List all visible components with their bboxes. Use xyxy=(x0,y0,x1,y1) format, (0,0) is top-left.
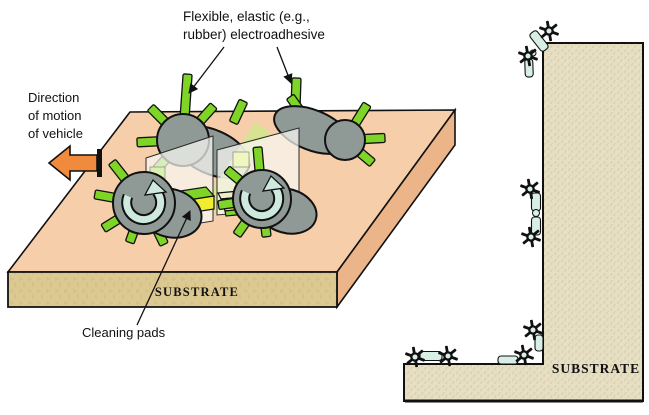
annotation-arrow-left xyxy=(188,46,225,94)
substrate-label-right: SUBSTRATE xyxy=(552,361,640,376)
substrate-label-left: SUBSTRATE xyxy=(155,285,239,299)
drum-cap xyxy=(324,119,366,161)
direction-label: Direction of motion of vehicle xyxy=(28,90,83,141)
left-panel: SUBSTRATE xyxy=(6,9,457,340)
mini-vehicle-corner xyxy=(497,319,544,366)
svg-text:Cleaning pads: Cleaning pads xyxy=(82,325,166,340)
rotation-arrow-icon xyxy=(239,174,286,222)
cleaning-pads-leader-line xyxy=(136,210,191,326)
l-shaped-substrate xyxy=(403,42,644,402)
left-unit-front-drum xyxy=(93,159,203,247)
direction-arrow-icon xyxy=(47,144,102,182)
annotation-arrow-right xyxy=(276,46,293,84)
rotation-arrow-icon xyxy=(121,178,168,226)
right-unit-front-drum xyxy=(217,146,318,238)
electroadhesive-label-line2: rubber) electroadhesive xyxy=(183,27,325,42)
electroadhesive-label: Flexible, elastic (e.g., rubber) electro… xyxy=(183,9,325,94)
mini-vehicle-top-corner xyxy=(517,20,560,78)
svg-text:of motion: of motion xyxy=(28,108,81,123)
right-panel: SUBSTRATE xyxy=(403,20,644,403)
svg-text:of vehicle: of vehicle xyxy=(28,126,83,141)
mini-vehicle-wall xyxy=(519,178,542,248)
mini-vehicle-floor xyxy=(404,345,459,368)
electroadhesive-label-line1: Flexible, elastic (e.g., xyxy=(183,9,310,24)
cleaning-pads-label: Cleaning pads xyxy=(82,210,191,340)
slab-front-face xyxy=(7,271,338,308)
svg-text:Direction: Direction xyxy=(28,90,79,105)
